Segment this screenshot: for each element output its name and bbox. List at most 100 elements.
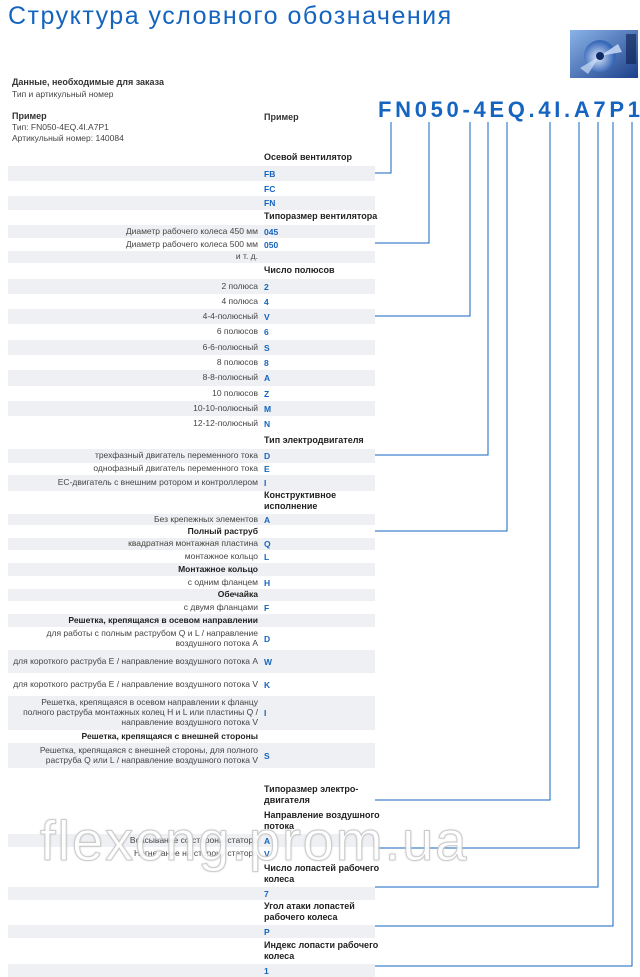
row-description: и т. д. <box>235 251 258 262</box>
row-code: P <box>264 926 270 937</box>
table-row: Решетка, крепящаяся с внешней стороны <box>8 730 375 743</box>
type-code-char: . <box>564 97 571 122</box>
row-code: A <box>264 514 271 525</box>
row-description: Нагнетание на сторону статора <box>133 847 258 858</box>
row-description: ЕС-двигатель с внешним ротором и контрол… <box>57 477 258 488</box>
type-code-char: N <box>395 97 412 122</box>
section-title: Индекс лопасти рабочего колеса <box>264 940 379 961</box>
row-description: Решетка, крепящаяся в осевом направлении… <box>23 697 258 727</box>
row-code: I <box>264 478 267 488</box>
connector-line <box>375 122 599 888</box>
row-code: Q <box>264 539 271 549</box>
row-code: 6 <box>264 327 269 337</box>
row-description: Обечайка <box>217 589 258 600</box>
table-row: Решетка, крепящаяся в осевом направлении <box>8 614 375 627</box>
table-row: Диаметр рабочего колеса 450 мм 045 <box>8 225 375 238</box>
row-code: FB <box>264 168 276 179</box>
row-code: K <box>264 679 271 690</box>
section-title: Угол атаки лопастей рабочего колеса <box>264 901 355 922</box>
section-title: Число полюсов <box>264 265 335 275</box>
example-heading: Пример <box>12 111 47 121</box>
connector-line <box>375 122 633 967</box>
row-description: монтажное кольцо <box>184 550 258 561</box>
table-row: квадратная монтажная пластина Q <box>8 538 375 550</box>
row-description: с двумя фланцами <box>183 601 258 612</box>
row-code: E <box>264 464 270 474</box>
row-description: однофазный двигатель переменного тока <box>93 463 258 474</box>
table-row: Полный раструб <box>8 525 375 538</box>
table-row: Решетка, крепящаяся в осевом направлении… <box>8 696 375 730</box>
table-row: FN <box>8 196 375 210</box>
table-row: Решетка, крепящаяся с внешней стороны, д… <box>8 743 375 768</box>
row-description: Диаметр рабочего колеса 500 мм <box>125 238 258 249</box>
row-code: L <box>264 551 270 562</box>
connector-line <box>375 122 489 456</box>
row-description: для короткого раструба E / направление в… <box>13 655 258 666</box>
order-info-subheading: Тип и артикульный номер <box>12 89 114 99</box>
row-description: Полный раструб <box>187 525 258 536</box>
row-code: N <box>264 419 271 429</box>
row-code: S <box>264 750 270 761</box>
type-code-char: Q <box>507 97 525 122</box>
row-description: Решетка, крепящаяся в осевом направлении <box>68 614 258 625</box>
table-row: для работы с полным раструбом Q и L / на… <box>8 627 375 650</box>
row-code: A <box>264 373 271 383</box>
table-row: Нагнетание на сторону статора V <box>8 847 375 860</box>
type-code-char: 4 <box>538 97 551 122</box>
row-description: 8-8-полюсный <box>202 372 258 383</box>
row-description: для работы с полным раструбом Q и L / на… <box>46 627 258 648</box>
table-row: FC <box>8 181 375 196</box>
row-code: V <box>264 848 270 859</box>
row-code: A <box>264 835 271 846</box>
type-code-char: 1 <box>627 97 640 122</box>
connector-line <box>375 122 430 244</box>
table-row: однофазный двигатель переменного тока E <box>8 463 375 475</box>
row-code: 7 <box>264 888 269 899</box>
row-code: 4 <box>264 296 269 307</box>
table-row: 8-8-полюсный A <box>8 370 375 386</box>
row-description: Решетка, крепящаяся с внешней стороны, д… <box>39 744 258 765</box>
connector-line <box>375 122 614 927</box>
row-description: Монтажное кольцо <box>178 563 258 574</box>
table-row: Обечайка <box>8 589 375 601</box>
row-description: квадратная монтажная пластина <box>128 538 258 549</box>
watermark: flexcng.prom.ua <box>39 809 469 873</box>
row-code: V <box>264 311 270 322</box>
connector-line <box>375 122 508 532</box>
section-title: Направление воздушного потока <box>264 810 380 831</box>
table-row: Диаметр рабочего колеса 500 мм 050 <box>8 238 375 251</box>
row-description: 4 полюса <box>221 295 258 306</box>
section-title: Типоразмер вентилятора <box>264 211 378 221</box>
row-description: с одним фланцем <box>187 576 258 587</box>
type-code-char: A <box>573 97 590 122</box>
row-description: 8 полюсов <box>216 356 258 367</box>
row-code: 045 <box>264 226 279 237</box>
type-code-char: P <box>609 97 625 122</box>
row-code: Z <box>264 388 270 399</box>
type-code-char: 5 <box>430 97 443 122</box>
table-row: 4 полюса 4 <box>8 294 375 309</box>
section-title: Тип электродвигателя <box>264 435 364 445</box>
table-row: для короткого раструба E / направление в… <box>8 650 375 673</box>
type-code-char: I <box>554 97 561 122</box>
row-code: FN <box>264 198 276 208</box>
row-description: Диаметр рабочего колеса 450 мм <box>125 225 258 236</box>
row-code: 050 <box>264 239 279 250</box>
order-info-heading: Данные, необходимые для заказа <box>12 77 165 87</box>
table-row: ЕС-двигатель с внешним ротором и контрол… <box>8 475 375 491</box>
connector-line <box>375 122 471 317</box>
table-row: Монтажное кольцо <box>8 563 375 576</box>
section-title: Конструктивное исполнение <box>264 490 337 511</box>
row-code: M <box>264 403 272 414</box>
type-code-char: 0 <box>446 97 459 122</box>
